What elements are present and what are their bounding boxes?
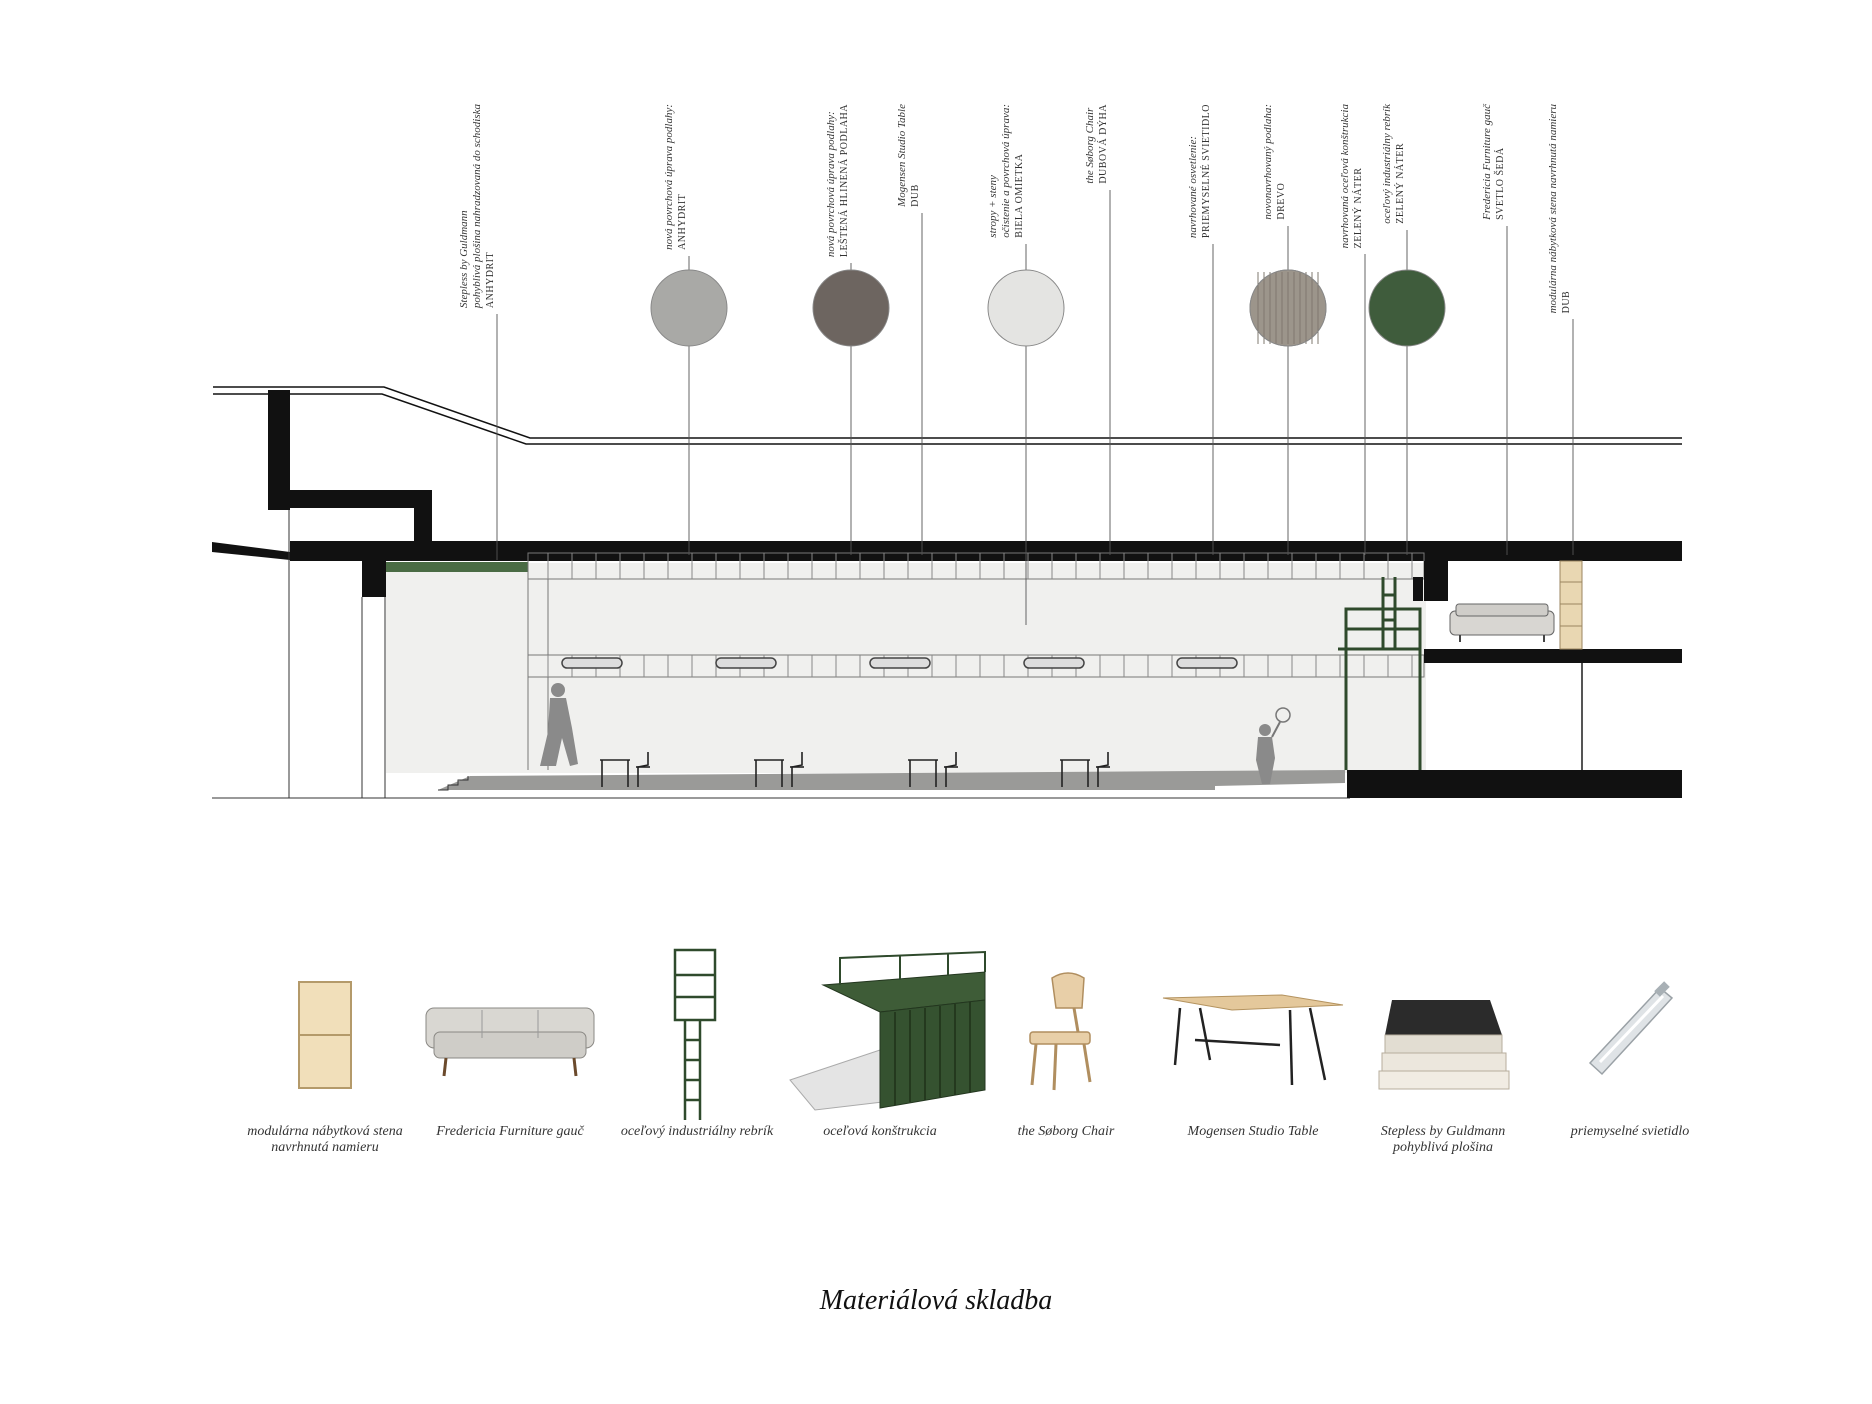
callout-line: Mogensen Studio Table <box>896 104 908 207</box>
tables-chairs <box>600 752 1110 787</box>
pendant-lights <box>561 657 1238 669</box>
caption-line: navrhnutá namieru <box>271 1140 379 1155</box>
callout-line: PRIEMYSELNÉ SVIETIDLO <box>1201 104 1212 239</box>
person-silhouettes <box>540 683 1291 784</box>
stepless-lift-icon <box>1378 1000 1510 1090</box>
callout-line: DUB <box>1561 290 1572 314</box>
caption-soborg: the Søborg Chair <box>966 1124 1166 1140</box>
right-slabs <box>1347 561 1682 798</box>
callout-line: ANHYDRIT <box>677 193 688 250</box>
green-skylight <box>386 562 528 572</box>
entry-steps <box>438 776 469 791</box>
sofa-icon <box>425 1007 595 1077</box>
caption-line: the Søborg Chair <box>1017 1124 1115 1139</box>
caption-line: oceľový industriálny rebrík <box>620 1124 774 1139</box>
caption-line: pohyblivá plošina <box>1393 1140 1493 1155</box>
callout-line: LEŠTENÁ HLINENÁ PODLAHA <box>839 104 850 258</box>
callout-line: DUB <box>910 184 921 207</box>
steel-construction-icon <box>789 950 986 1111</box>
shelf-unit <box>1559 560 1583 650</box>
page-title: Materiálová skladba <box>819 1285 1053 1316</box>
steel-structure <box>1338 577 1422 770</box>
callout-line: DUBOVÁ DÝHA <box>1098 104 1109 184</box>
modular-shelf-icon <box>298 981 352 1089</box>
caption-line: Mogensen Studio Table <box>1187 1124 1319 1139</box>
callout-line: ZELENÝ NÁTER <box>1395 142 1406 224</box>
swatch-anhydrit <box>650 269 728 347</box>
grid-ticks <box>547 553 1413 677</box>
callout-line: nová povrchová úprava podlahy: <box>825 111 837 258</box>
caption-line: Fredericia Furniture gauč <box>436 1124 584 1139</box>
floor-slab <box>438 770 1345 790</box>
callout-drevo: novonavrhovaný podlaha:DREVO <box>1262 104 1288 220</box>
swatch-zeleny-nater <box>1368 269 1446 347</box>
callout-line: the Søborg Chair <box>1084 107 1096 184</box>
material-swatches <box>650 269 1446 347</box>
callout-line: pohyblivá plošina nahradzovaná do schodi… <box>471 104 483 309</box>
callout-line: oceľový industriálny rebrík <box>1381 104 1393 224</box>
caption-svietidlo: priemyselné svietidlo <box>1530 1124 1730 1140</box>
left-structure <box>212 390 432 560</box>
callout-modularna: modulárna nábytková stena navrhnutá nami… <box>1547 104 1573 313</box>
caption-konstrukcia: oceľová konštrukcia <box>780 1124 980 1140</box>
mezzanine-sofa <box>1449 603 1555 642</box>
swatch-hlinena-podlaha <box>812 269 890 347</box>
ladder-icon <box>673 948 717 1120</box>
callout-line: ANHYDRIT <box>485 251 496 309</box>
wall-lines <box>212 510 1350 799</box>
callout-line: ZELENÝ NÁTER <box>1353 167 1364 249</box>
caption-line: modulárna nábytková stena <box>247 1124 403 1139</box>
chair-icon <box>1029 972 1092 1091</box>
callout-line: navrhovaná oceľová konštrukcia <box>1339 104 1351 249</box>
roof-outline <box>213 386 1682 445</box>
callout-line: SVETLO ŠEDÁ <box>1495 147 1506 220</box>
product-icons <box>298 948 1674 1120</box>
industrial-lamp-icon <box>1588 981 1674 1076</box>
caption-line: priemyselné svietidlo <box>1570 1124 1690 1139</box>
slab-edge <box>362 561 386 597</box>
callout-hlinena: nová povrchová úprava podlahy:LEŠTENÁ HL… <box>825 104 851 257</box>
callout-line: DREVO <box>1276 182 1287 220</box>
roof-slab <box>290 541 1682 561</box>
callout-line: stropy + steny <box>987 175 999 238</box>
callout-line: očistenie a povrchová úprava: <box>1000 104 1012 238</box>
caption-rebrik: oceľový industriálny rebrík <box>597 1124 797 1140</box>
callout-line: Stepless by Guldmann <box>458 210 470 309</box>
callout-line: navrhované osvetlenie: <box>1187 135 1199 239</box>
callout-svietidlo: navrhované osvetlenie:PRIEMYSELNÉ SVIETI… <box>1187 104 1213 238</box>
caption-line: Stepless by Guldmann <box>1380 1124 1506 1139</box>
callout-line: novonavrhovaný podlaha: <box>1262 104 1274 220</box>
table-icon <box>1162 994 1344 1086</box>
callout-line: BIELA OMIETKA <box>1014 153 1025 238</box>
caption-fredericia: Fredericia Furniture gauč <box>410 1124 610 1140</box>
caption-line: oceľová konštrukcia <box>823 1124 937 1139</box>
callout-line: modulárna nábytková stena navrhnutá nami… <box>1547 104 1559 314</box>
callout-line: Fredericia Furniture gauč <box>1481 104 1493 220</box>
swatch-biela-omietka <box>987 269 1065 347</box>
callout-anhydrit: nová povrchová úprava podlahy:ANHYDRIT <box>663 104 689 250</box>
callout-line: nová povrchová úprava podlahy: <box>663 104 675 250</box>
caption-mogensen: Mogensen Studio Table <box>1153 1124 1353 1140</box>
